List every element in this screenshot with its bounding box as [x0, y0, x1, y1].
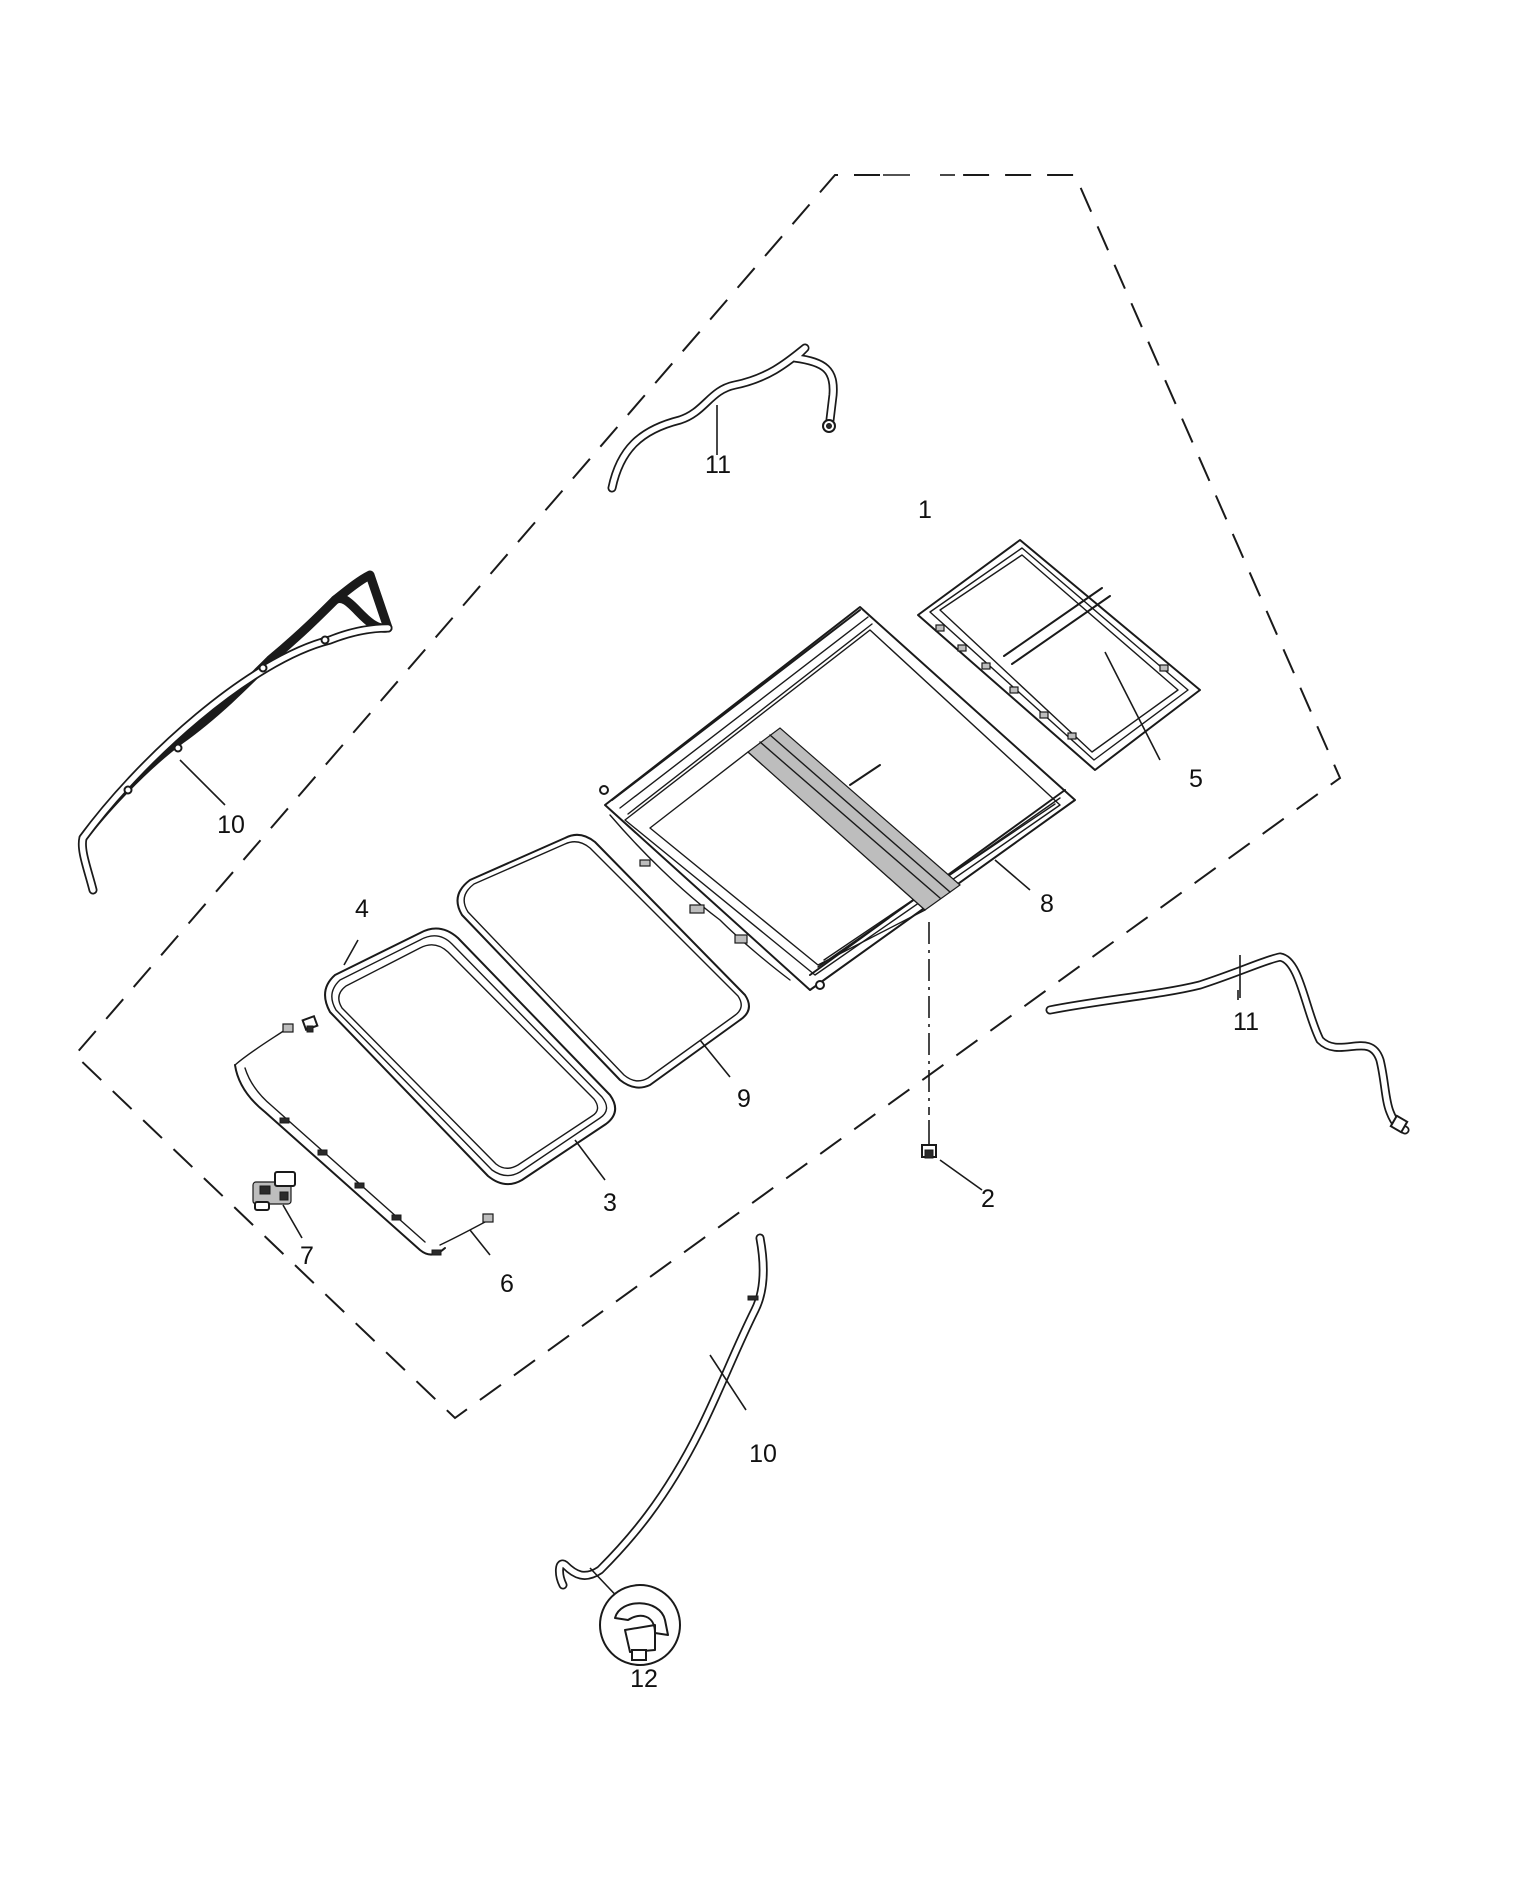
part-2-bolt	[921, 1120, 937, 1159]
callout-10-lower: 10	[749, 1440, 777, 1468]
part-5-sunshade-assembly	[917, 539, 1201, 771]
callout-3: 3	[603, 1189, 617, 1217]
callout-2: 2	[981, 1185, 995, 1213]
callout-8: 8	[1040, 890, 1054, 918]
callout-1: 1	[918, 496, 932, 524]
part-8-sunroof-frame	[599, 606, 1076, 991]
part-12-hose-clip	[589, 1567, 681, 1666]
part-3-glass-panel	[324, 927, 617, 1186]
frame-front-mechanism	[599, 785, 825, 990]
assembly-1-boundary	[73, 174, 1342, 1420]
part-7-sunroof-motor	[252, 1171, 296, 1211]
callout-11-upper: 11	[705, 451, 731, 479]
callouts: 1 2 3 4 5 6 7 8 9 10 10 11 11 12	[217, 451, 1259, 1693]
leader-lines	[179, 405, 1241, 1411]
sunshade-clips	[935, 624, 1169, 740]
callout-9: 9	[737, 1085, 751, 1113]
callout-6: 6	[500, 1270, 514, 1298]
callout-7: 7	[300, 1242, 314, 1270]
part-10-left-drain-hose	[77, 570, 393, 895]
part-11-upper-drain-hose	[607, 343, 838, 493]
frame-mesh-panel	[747, 727, 961, 911]
part-10-lower-drain-hose	[555, 1233, 768, 1590]
callout-10-left: 10	[217, 811, 245, 839]
callout-4: 4	[355, 895, 369, 923]
part-4-fastener	[301, 1014, 319, 1033]
part-11-right-drain-hose	[1045, 952, 1410, 1135]
part-9-glass-seal	[456, 833, 750, 1089]
callout-5: 5	[1189, 765, 1203, 793]
part-6-wind-deflector	[234, 1023, 494, 1256]
callout-11-right: 11	[1233, 1008, 1259, 1036]
callout-12: 12	[630, 1665, 658, 1693]
